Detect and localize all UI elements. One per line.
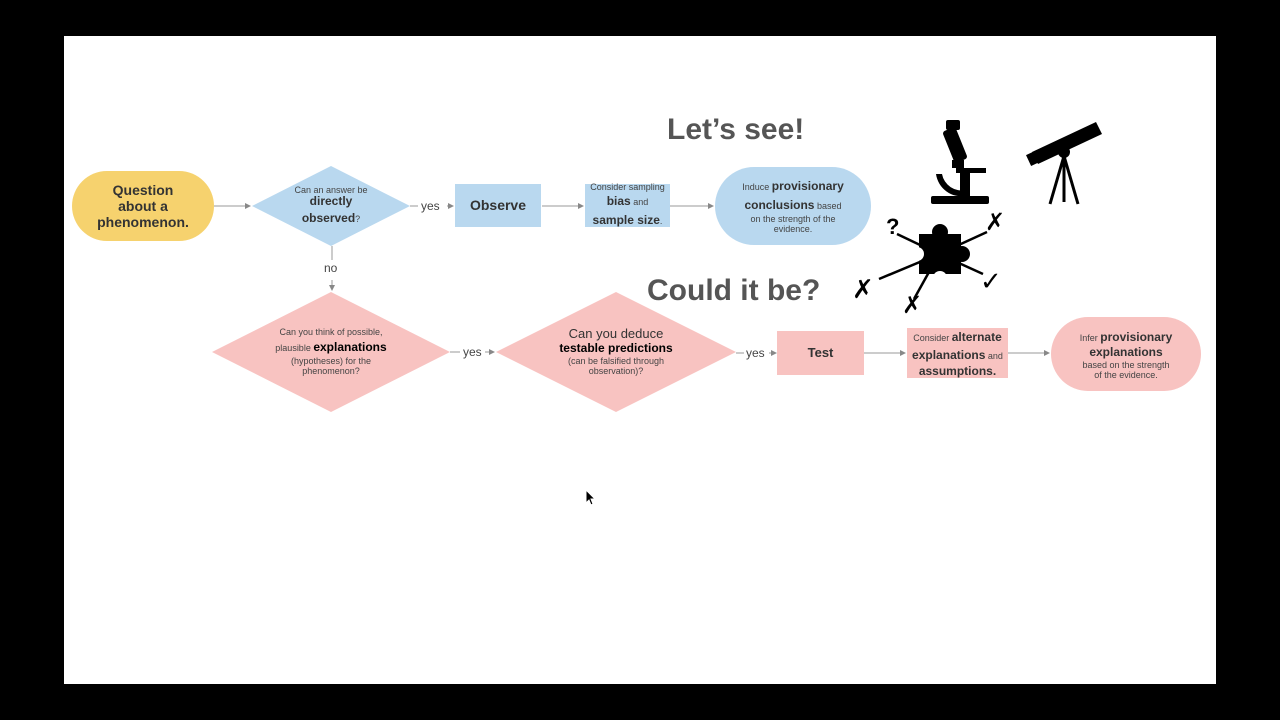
question-node: Question about a phenomenon.	[72, 171, 214, 241]
alternate-line-1: Consider alternate	[913, 328, 1002, 346]
mouse-cursor-icon	[585, 489, 597, 506]
sampling-and: and	[630, 197, 649, 208]
explanations-decision: Can you think of possible, plausible exp…	[212, 292, 450, 412]
observe-label: Observe	[469, 197, 527, 214]
induce-line-2: conclusions based	[744, 196, 841, 214]
sampling-size: sample size	[592, 212, 660, 227]
cross-icon-bottom: ✗	[902, 292, 923, 319]
alternate-bold: alternate	[951, 329, 1002, 344]
infer-line-3: based on the strength	[1082, 359, 1170, 370]
sampling-bias: bias	[606, 194, 631, 209]
question-line-2: about a	[118, 197, 168, 214]
testable-predictions-decision: Can you deduce testable predictions (can…	[496, 292, 736, 412]
infer-line-4: of the evidence.	[1094, 370, 1158, 381]
testable-line-1: Can you deduce	[568, 326, 664, 342]
lets-see-heading: Let’s see!	[667, 113, 805, 146]
yes-label-3: yes	[746, 346, 765, 360]
test-label: Test	[807, 344, 834, 360]
infer-word: Infer	[1079, 332, 1101, 343]
question-line-3: phenomenon.	[97, 214, 189, 231]
sampling-line-3: sample size.	[593, 211, 663, 229]
could-it-be-heading: Could it be?	[647, 274, 821, 307]
alternate-line-3: assumptions.	[918, 363, 997, 378]
cross-icon-top: ✗	[985, 209, 1006, 236]
flow-arrows	[214, 203, 1050, 356]
alternate-consider: Consider	[913, 332, 952, 343]
directly-observed-decision: Can an answer be directly observed?	[252, 166, 410, 246]
induce-conclusions-node: Induce provisionary conclusions based on…	[715, 167, 871, 245]
alternate-line-2: explanations and	[912, 346, 1003, 364]
alternate-explanations-node: Consider alternate explanations and assu…	[907, 328, 1008, 378]
telescope-icon	[1026, 122, 1102, 205]
directly-observed-qmark: ?	[355, 213, 361, 224]
check-icon: ✓	[980, 266, 1002, 296]
sampling-node: Consider sampling bias and sample size.	[585, 181, 670, 229]
alternate-and: and	[985, 351, 1003, 362]
no-label: no	[324, 261, 338, 275]
induce-line-3: on the strength of the	[750, 214, 836, 225]
explanations-line-1: Can you think of possible,	[279, 327, 383, 338]
directly-observed-line-2: directly	[309, 194, 353, 209]
sampling-line-1: Consider sampling	[590, 181, 665, 192]
infer-line-2: explanations	[1089, 344, 1163, 359]
induce-line-1: Induce provisionary	[742, 177, 844, 195]
question-mark: ?	[886, 214, 900, 239]
directly-observed-bold: observed	[301, 210, 356, 225]
directly-observed-line-3: observed?	[302, 209, 360, 227]
infer-line-1: Infer provisionary	[1080, 328, 1173, 346]
induce-word: Induce	[742, 182, 772, 193]
microscope-icon	[931, 120, 989, 204]
induce-line-4: evidence.	[773, 224, 813, 235]
induce-conclusions: conclusions	[744, 197, 815, 212]
infer-provisionary: provisionary	[1100, 329, 1173, 344]
yes-label-2: yes	[463, 345, 482, 359]
cross-icon-left: ✗	[852, 274, 874, 304]
question-line-1: Question	[112, 181, 174, 198]
test-node: Test	[777, 331, 864, 375]
explanations-line-4: phenomenon?	[302, 366, 360, 377]
observe-node: Observe	[455, 184, 541, 227]
sampling-dot: .	[659, 215, 663, 226]
induce-provisionary: provisionary	[771, 179, 844, 194]
explanations-line-2: plausible explanations	[275, 338, 386, 356]
explanations-plausible: plausible	[275, 342, 314, 353]
alternate-explanations: explanations	[912, 348, 986, 363]
testable-line-3: (can be falsified through	[567, 356, 665, 367]
sampling-line-2: bias and	[607, 192, 649, 210]
induce-based: based	[814, 200, 842, 211]
yes-label-1: yes	[421, 199, 440, 213]
directly-observed-line-1: Can an answer be	[294, 184, 368, 195]
explanations-bold: explanations	[313, 339, 387, 354]
testable-line-2: testable predictions	[559, 341, 673, 356]
slide: Question about a phenomenon. Can an answ…	[64, 36, 1216, 684]
explanations-line-3: (hypotheses) for the	[290, 356, 372, 367]
puzzle-icon	[878, 224, 988, 300]
infer-explanations-node: Infer provisionary explanations based on…	[1051, 317, 1201, 391]
testable-line-4: observation)?	[588, 366, 644, 377]
